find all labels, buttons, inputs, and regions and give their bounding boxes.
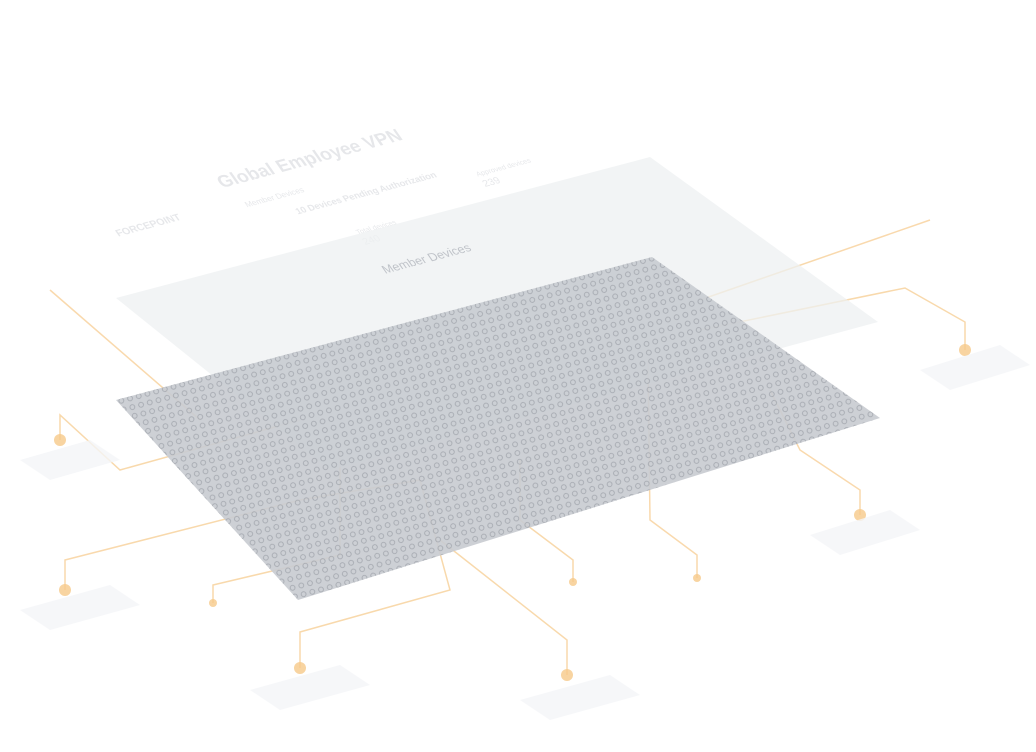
page-title: Global Employee VPN xyxy=(212,125,406,191)
tab-member-devices[interactable]: Member Devices xyxy=(243,186,306,209)
faint-cards xyxy=(20,345,1030,720)
approved-devices-label: Approved devices xyxy=(474,156,533,178)
approved-devices-value: 239 xyxy=(481,176,504,190)
grid-dots xyxy=(116,257,880,600)
pending-alert: 10 Devices Pending Authorization xyxy=(293,170,439,216)
brand-logo: FORCEPOINT xyxy=(114,213,184,239)
circuit-nodes xyxy=(54,344,971,681)
